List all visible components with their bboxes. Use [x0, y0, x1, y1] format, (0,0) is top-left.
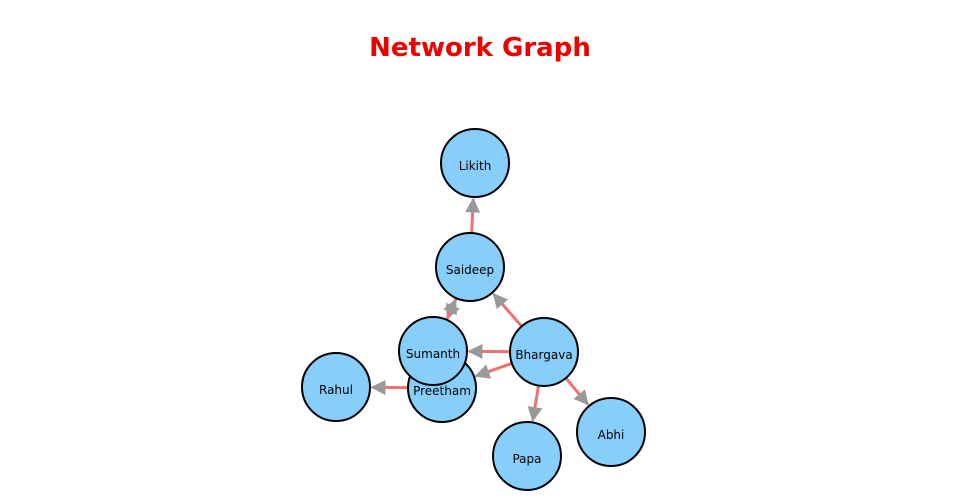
- node-circle-rahul[interactable]: [301, 352, 371, 422]
- edge-sumanth-to-saideep: [443, 298, 457, 321]
- edge-bhargava-to-preetham: [474, 361, 513, 379]
- node-label-bhargava: Bhargava: [515, 348, 572, 362]
- page-title: Network Graph: [369, 33, 591, 63]
- node-label-abhi: Abhi: [598, 428, 625, 442]
- node-label-sumanth: Sumanth: [406, 347, 460, 361]
- node-circle-papa[interactable]: [492, 421, 562, 491]
- node-label-papa: Papa: [512, 452, 541, 466]
- node-label-likith: Likith: [459, 159, 492, 173]
- node-circle-bhargava[interactable]: [509, 317, 579, 387]
- node-circle-abhi[interactable]: [576, 397, 646, 467]
- edge-bhargava-to-papa: [527, 385, 543, 422]
- edge-saideep-to-likith: [465, 197, 481, 234]
- node-rahul[interactable]: Rahul: [301, 352, 371, 422]
- node-label-preetham: Preetham: [413, 384, 471, 398]
- node-label-rahul: Rahul: [319, 383, 353, 397]
- node-sumanth[interactable]: Sumanth: [398, 316, 468, 386]
- node-label-saideep: Saideep: [446, 263, 494, 277]
- node-circle-sumanth[interactable]: [398, 316, 468, 386]
- edge-bhargava-to-saideep: [492, 293, 523, 328]
- node-papa[interactable]: Papa: [492, 421, 562, 491]
- edges-layer: [370, 197, 590, 422]
- node-bhargava[interactable]: Bhargava: [509, 317, 579, 387]
- node-abhi[interactable]: Abhi: [576, 397, 646, 467]
- node-circle-saideep[interactable]: [435, 232, 505, 302]
- node-likith[interactable]: Likith: [440, 128, 510, 198]
- node-circle-likith[interactable]: [440, 128, 510, 198]
- edge-bhargava-to-abhi: [564, 377, 590, 406]
- node-saideep[interactable]: Saideep: [435, 232, 505, 302]
